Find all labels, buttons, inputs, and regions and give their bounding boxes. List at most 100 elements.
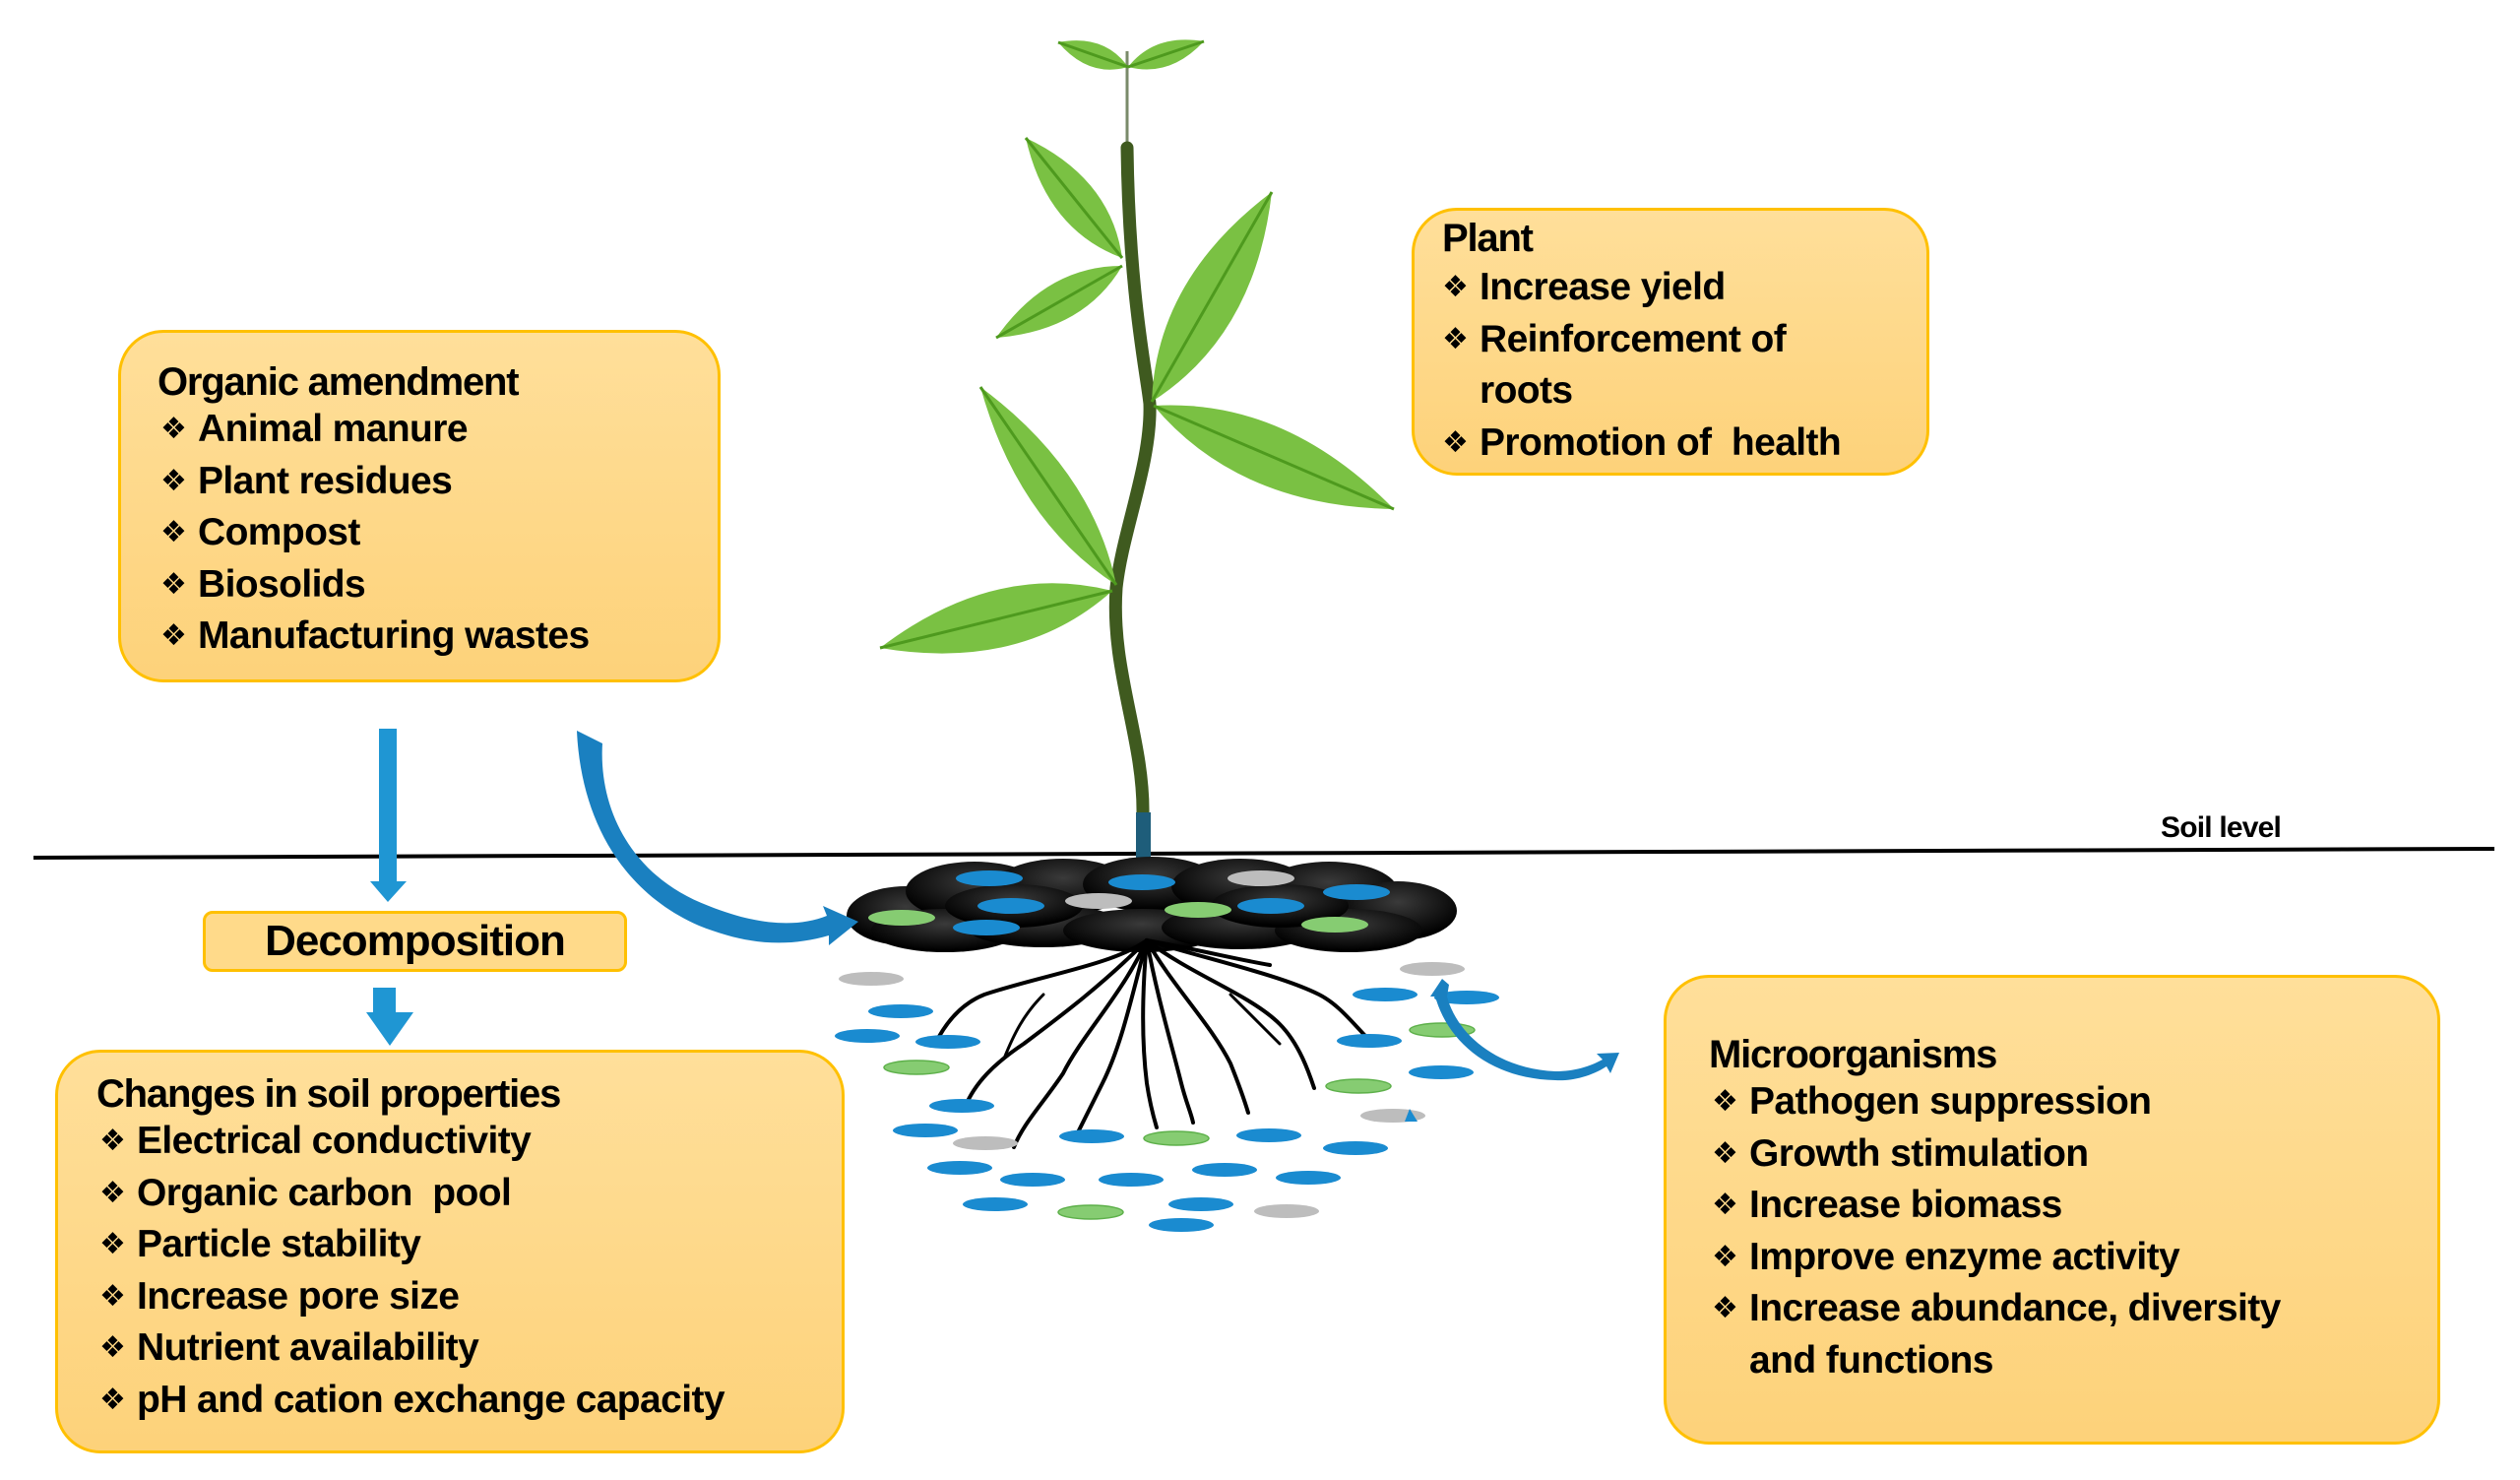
- soil-particle: [893, 1124, 958, 1137]
- soil-particle: [1149, 1218, 1214, 1232]
- soil-particle: [1323, 1141, 1388, 1155]
- soil-particle: [1323, 884, 1390, 900]
- leaf-vein: [1057, 40, 1129, 69]
- list-item: ❖pH and cation exchange capacity: [99, 1375, 725, 1427]
- decomposition-box: Decomposition: [203, 911, 627, 972]
- list-item: ❖Growth stimulation: [1712, 1128, 2281, 1181]
- plant-illustration: [879, 39, 1395, 858]
- bullet-diamond-icon: ❖: [160, 516, 187, 548]
- curved-arrow-amendment-to-soil: [577, 731, 858, 945]
- microorganisms-list: ❖Pathogen suppression ❖Growth stimulatio…: [1712, 1076, 2281, 1386]
- curved-arrow-soil-to-microorganisms: [1430, 979, 1619, 1081]
- decomposition-label: Decomposition: [265, 917, 566, 965]
- list-item: ❖Increase pore size: [99, 1271, 724, 1323]
- soil-particle: [1236, 1128, 1301, 1142]
- soil-particle: [1108, 874, 1175, 890]
- soil-particle: [953, 1136, 1018, 1150]
- soil-particle: [835, 1029, 900, 1043]
- bullet-diamond-icon: ❖: [160, 567, 187, 601]
- soil-particle: [927, 1161, 992, 1175]
- soil-aggregate: [847, 857, 1457, 952]
- organic-amendment-list: ❖Animal manure ❖Plant residues ❖Compost …: [160, 404, 590, 663]
- soil-particle: [1065, 893, 1132, 909]
- arrow-decomposition-to-soil-properties: [366, 988, 413, 1046]
- bullet-diamond-icon: ❖: [1712, 1292, 1738, 1324]
- soil-particle: [1337, 1034, 1402, 1048]
- list-item: ❖Nutrient availability: [99, 1322, 724, 1375]
- list-item: ❖Increase biomass: [1712, 1180, 2281, 1232]
- root: [933, 938, 1149, 1046]
- soil-particle: [1143, 1130, 1210, 1146]
- root: [1145, 938, 1250, 1115]
- plant-title: Plant: [1442, 217, 1534, 260]
- soil-level-label: Soil level: [2161, 811, 2282, 844]
- soil-particle: [1409, 1065, 1474, 1079]
- root: [1076, 938, 1149, 1134]
- list-item: ❖Plant residues: [160, 456, 590, 508]
- bullet-diamond-icon: ❖: [160, 464, 187, 497]
- soil-particle: [1165, 902, 1231, 918]
- bullet-diamond-icon: ❖: [1442, 425, 1469, 459]
- soil-particle: [1168, 1197, 1233, 1211]
- root: [1145, 938, 1272, 967]
- soil-particle: [929, 1099, 994, 1113]
- soil-particles: [835, 962, 1499, 1232]
- root: [1002, 993, 1045, 1061]
- bullet-diamond-icon: ❖: [1712, 1136, 1738, 1170]
- soil-particle: [1301, 917, 1368, 933]
- list-item: ❖Pathogen suppression: [1712, 1076, 2281, 1128]
- soil-properties-title: Changes in soil properties: [96, 1072, 561, 1116]
- root: [1145, 938, 1316, 1090]
- bullet-diamond-icon: ❖: [99, 1228, 126, 1260]
- leaf-vein: [879, 589, 1113, 650]
- list-item: ❖Manufacturing wastes: [160, 611, 590, 663]
- root: [1012, 938, 1149, 1149]
- bullet-diamond-icon: ❖: [1712, 1085, 1738, 1118]
- soil-particle: [915, 1035, 980, 1049]
- soil-particle: [963, 1197, 1028, 1211]
- list-item: ❖Promotion of health: [1442, 418, 1842, 470]
- root: [963, 938, 1149, 1110]
- soil-particle: [953, 920, 1020, 935]
- soil-particle: [1276, 1171, 1341, 1185]
- root: [1141, 938, 1159, 1129]
- leaf-vein: [1024, 137, 1124, 259]
- soil-properties-box: Changes in soil properties ❖Electrical c…: [55, 1050, 845, 1453]
- arrow-amendment-to-decomposition: [370, 729, 407, 902]
- soil-particle: [1228, 870, 1294, 886]
- list-item: ❖Improve enzyme activity: [1712, 1232, 2281, 1284]
- microorganisms-box: Microorganisms ❖Pathogen suppression ❖Gr…: [1664, 975, 2440, 1445]
- soil-particle: [1434, 991, 1499, 1004]
- organic-amendment-box: Organic amendment ❖Animal manure ❖Plant …: [118, 330, 721, 682]
- soil-properties-list: ❖Electrical conductivity ❖Organic carbon…: [99, 1116, 725, 1427]
- leaf-vein: [1127, 39, 1205, 69]
- soil-particle: [1192, 1163, 1257, 1177]
- bullet-diamond-icon: ❖: [99, 1331, 126, 1364]
- microorganisms-title: Microorganisms: [1709, 1033, 1997, 1076]
- bullet-diamond-icon: ❖: [99, 1279, 126, 1313]
- soil-particle: [1099, 1173, 1164, 1187]
- bullet-diamond-icon: ❖: [1712, 1240, 1738, 1273]
- microbe-triangle-icon: [1405, 1109, 1418, 1122]
- leaf-vein: [995, 264, 1123, 340]
- soil-level-line: [32, 847, 2495, 860]
- bullet-diamond-icon: ❖: [160, 413, 187, 445]
- soil-particle: [1000, 1173, 1065, 1187]
- soil-particle: [1325, 1078, 1392, 1094]
- bullet-diamond-icon: ❖: [1442, 271, 1469, 303]
- list-item: ❖Animal manure: [160, 404, 590, 456]
- leaf-vein: [1150, 191, 1274, 403]
- list-item: ❖Electrical conductivity: [99, 1116, 724, 1168]
- bullet-diamond-icon: ❖: [1442, 322, 1469, 355]
- soil-particle: [1059, 1129, 1124, 1143]
- soil-particle: [1400, 962, 1465, 976]
- soil-particle: [956, 870, 1023, 886]
- leaf-vein: [1153, 404, 1395, 511]
- soil-particle: [868, 910, 935, 926]
- plant-stem-base: [1136, 812, 1151, 858]
